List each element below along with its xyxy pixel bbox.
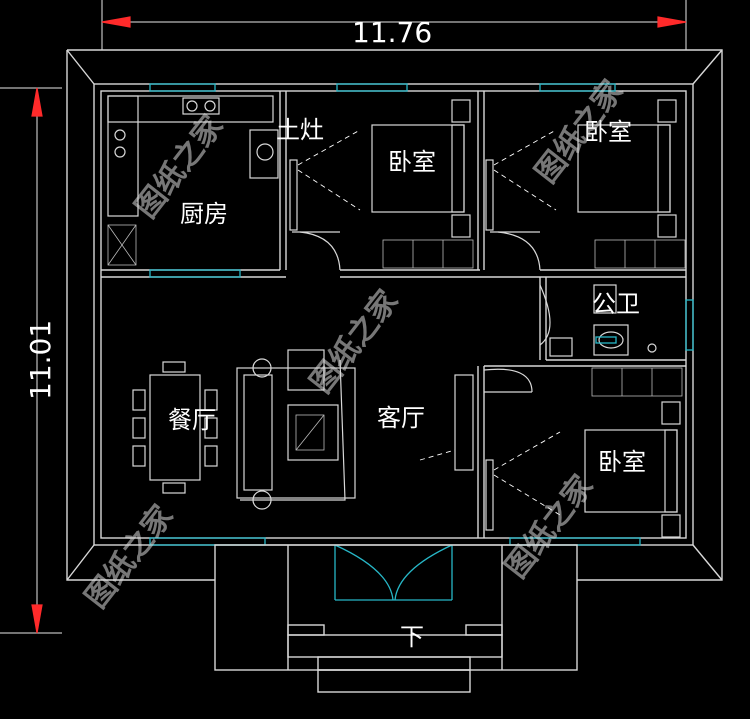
room-label-living: 客厅 — [377, 404, 425, 432]
bedroom-2-furniture — [485, 99, 686, 269]
room-label-kitchen: 厨房 — [180, 200, 228, 228]
watermark: 图纸之家 — [499, 469, 600, 585]
dimension-top: 11.76 — [101, 0, 687, 50]
dining-table — [132, 361, 218, 494]
tv-cabinet — [419, 374, 474, 471]
room-label-bedroom-1: 卧室 — [388, 148, 436, 176]
sofa-set — [236, 349, 356, 510]
height-dimension-label: 11.01 — [24, 320, 57, 400]
room-label-bedroom-2: 卧室 — [584, 118, 632, 146]
width-dimension-label: 11.76 — [352, 16, 432, 49]
room-label-bedroom-3: 卧室 — [598, 448, 646, 476]
room-label-bathroom: 公卫 — [592, 290, 640, 318]
kitchen-fixtures — [107, 95, 279, 266]
room-label-dining: 餐厅 — [168, 406, 216, 434]
dimension-left: 11.01 — [0, 87, 62, 634]
bedroom-1-furniture — [289, 99, 474, 269]
room-label-stove: 土灶 — [276, 116, 324, 144]
bedroom-3-furniture — [485, 367, 683, 538]
doors — [292, 231, 551, 393]
stairs-down-label: 下 — [400, 623, 424, 651]
roof-outline — [66, 49, 723, 581]
bathroom-fixtures — [549, 284, 657, 357]
porch-and-steps — [214, 544, 578, 693]
